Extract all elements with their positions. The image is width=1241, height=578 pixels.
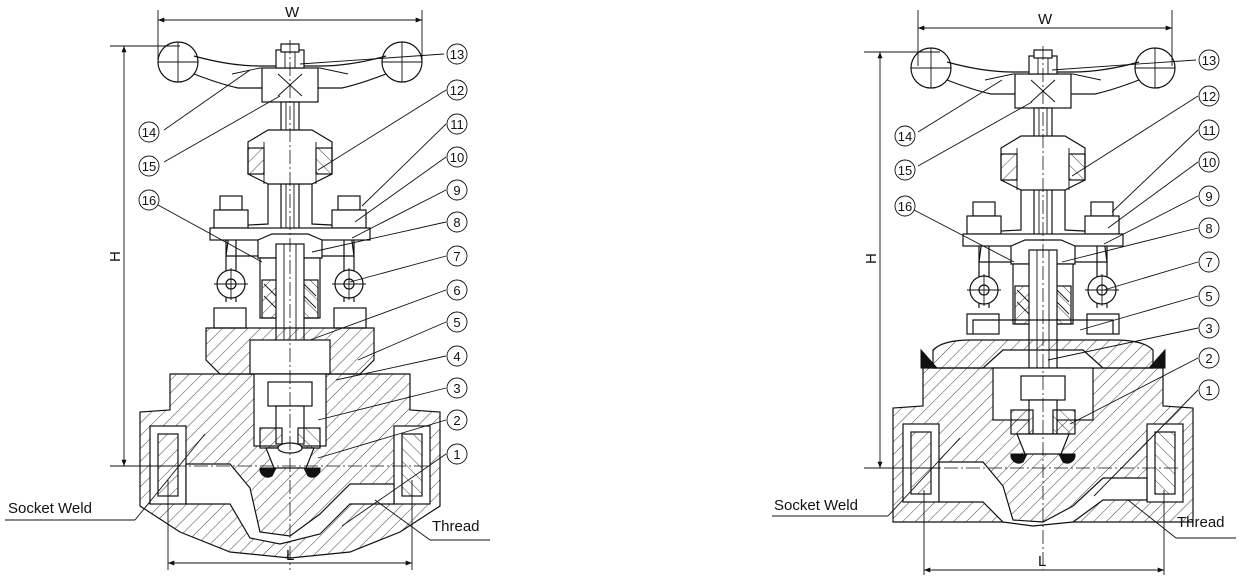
left-callout-14: 14 xyxy=(138,121,160,143)
svg-text:1: 1 xyxy=(1205,383,1212,398)
right-valve-view xyxy=(772,10,1236,575)
svg-text:13: 13 xyxy=(450,47,464,62)
svg-text:5: 5 xyxy=(1205,289,1212,304)
right-callout-12: 12 xyxy=(1198,85,1220,107)
right-callout-16: 16 xyxy=(894,195,916,217)
svg-text:11: 11 xyxy=(1202,123,1216,138)
svg-text:8: 8 xyxy=(453,215,460,230)
svg-text:1: 1 xyxy=(453,447,460,462)
left-callout-6: 6 xyxy=(446,279,468,301)
svg-text:14: 14 xyxy=(898,129,912,144)
right-callout-8: 8 xyxy=(1198,217,1220,239)
right-width-label: W xyxy=(1038,11,1053,28)
right-callout-7: 7 xyxy=(1198,251,1220,273)
svg-text:3: 3 xyxy=(1205,321,1212,336)
right-callout-3: 3 xyxy=(1198,317,1220,339)
svg-text:7: 7 xyxy=(1205,255,1212,270)
right-thread-label: Thread xyxy=(1177,514,1225,531)
svg-text:14: 14 xyxy=(142,125,156,140)
svg-text:10: 10 xyxy=(450,150,464,165)
left-callout-2: 2 xyxy=(446,409,468,431)
svg-text:6: 6 xyxy=(453,283,460,298)
svg-text:9: 9 xyxy=(453,183,460,198)
right-length-label: L xyxy=(1038,553,1046,570)
right-callout-9: 9 xyxy=(1198,185,1220,207)
right-callout-15: 15 xyxy=(894,159,916,181)
left-callout-10: 10 xyxy=(446,146,468,168)
right-callouts: 13 12 11 10 9 8 7 5 3 2 1 14 15 16 xyxy=(894,49,1220,401)
left-callout-5: 5 xyxy=(446,311,468,333)
left-callout-12: 12 xyxy=(446,79,468,101)
left-callout-9: 9 xyxy=(446,179,468,201)
left-valve-view xyxy=(5,10,490,570)
svg-text:4: 4 xyxy=(453,349,460,364)
left-callout-16: 16 xyxy=(138,189,160,211)
right-height-label: H xyxy=(863,253,880,264)
left-callouts: 13 12 11 10 9 8 7 6 5 4 3 2 1 14 15 16 xyxy=(138,43,468,465)
svg-text:16: 16 xyxy=(142,193,156,208)
svg-text:5: 5 xyxy=(453,315,460,330)
svg-text:12: 12 xyxy=(1202,89,1216,104)
left-callout-15: 15 xyxy=(138,155,160,177)
left-callout-4: 4 xyxy=(446,345,468,367)
right-callout-2: 2 xyxy=(1198,347,1220,369)
right-callout-14: 14 xyxy=(894,125,916,147)
left-callout-7: 7 xyxy=(446,245,468,267)
svg-text:10: 10 xyxy=(1202,155,1216,170)
left-height-label: H xyxy=(107,251,124,262)
svg-text:12: 12 xyxy=(450,83,464,98)
svg-text:15: 15 xyxy=(898,163,912,178)
svg-text:11: 11 xyxy=(450,117,464,132)
svg-text:2: 2 xyxy=(1205,351,1212,366)
svg-text:7: 7 xyxy=(453,249,460,264)
svg-text:16: 16 xyxy=(898,199,912,214)
left-callout-11: 11 xyxy=(446,113,468,135)
svg-text:13: 13 xyxy=(1202,53,1216,68)
left-socket-weld-label: Socket Weld xyxy=(8,500,92,517)
right-callout-13: 13 xyxy=(1198,49,1220,71)
left-thread-label: Thread xyxy=(432,518,480,535)
left-callout-3: 3 xyxy=(446,377,468,399)
left-length-label: L xyxy=(286,547,294,564)
left-callout-1: 1 xyxy=(446,443,468,465)
svg-text:3: 3 xyxy=(453,381,460,396)
left-width-label: W xyxy=(285,4,300,21)
svg-text:9: 9 xyxy=(1205,189,1212,204)
svg-text:15: 15 xyxy=(142,159,156,174)
right-callout-1: 1 xyxy=(1198,379,1220,401)
left-callout-13: 13 xyxy=(446,43,468,65)
right-callout-11: 11 xyxy=(1198,119,1220,141)
svg-text:2: 2 xyxy=(453,413,460,428)
right-callout-5: 5 xyxy=(1198,285,1220,307)
right-callout-10: 10 xyxy=(1198,151,1220,173)
svg-text:8: 8 xyxy=(1205,221,1212,236)
right-socket-weld-label: Socket Weld xyxy=(774,497,858,514)
left-callout-8: 8 xyxy=(446,211,468,233)
